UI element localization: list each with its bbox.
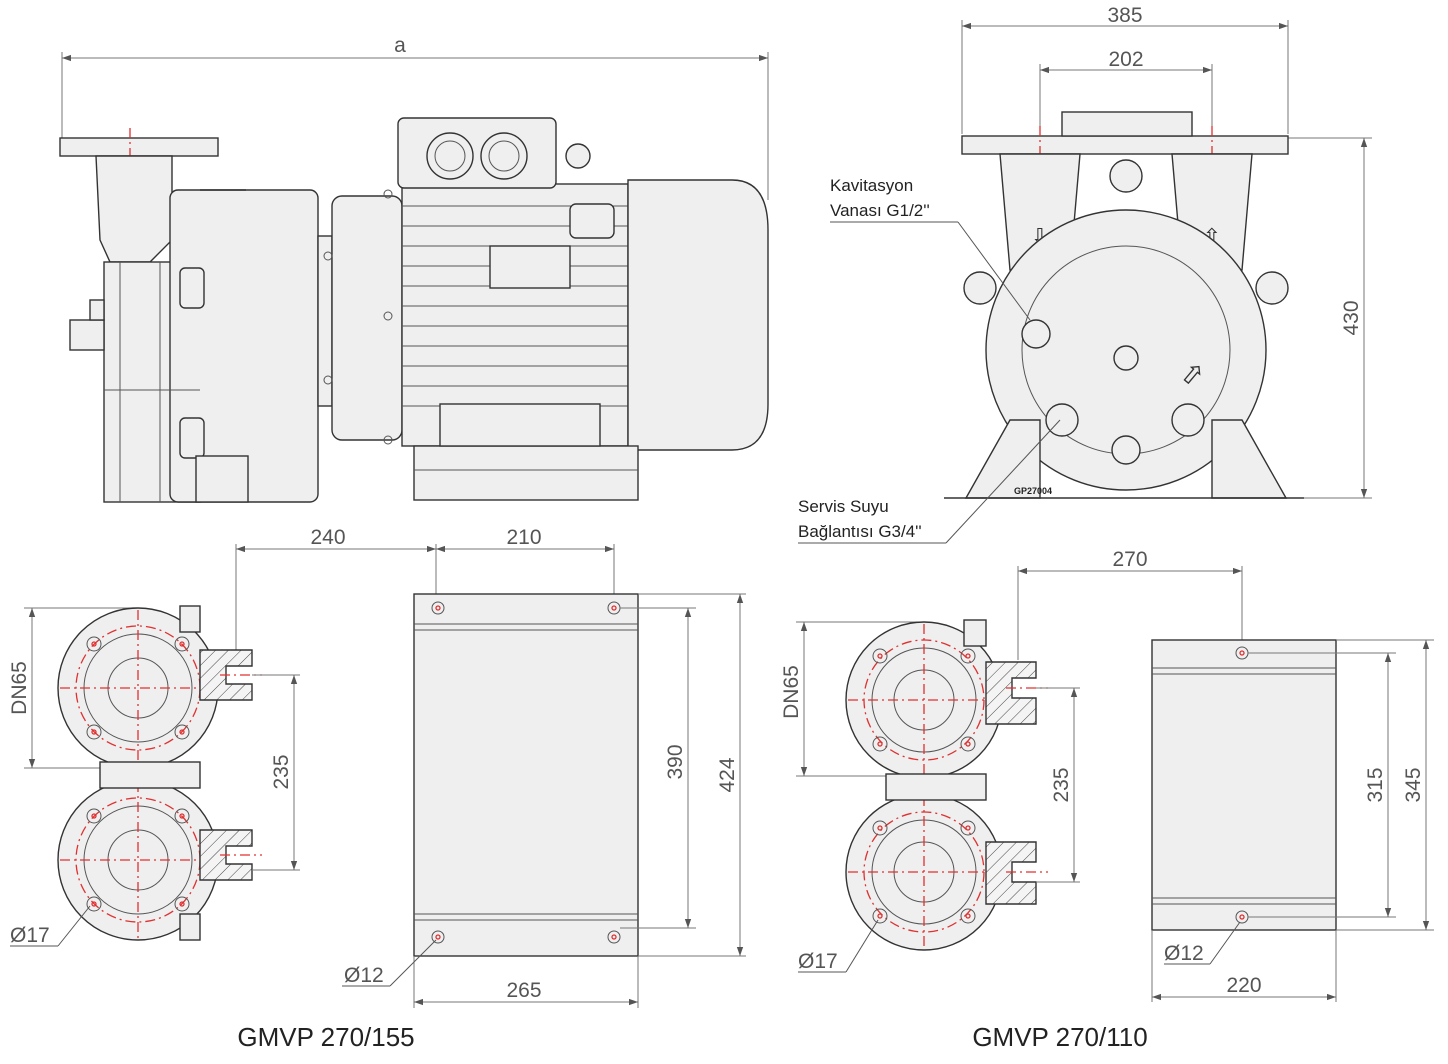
foot-section-upper-2 (985, 661, 1037, 725)
flange-hole-label-2: Ø17 (798, 950, 838, 973)
flange-size-label-2: DN65 (780, 665, 803, 719)
callout-service-line1: Servis Suyu (798, 497, 889, 516)
callout-valve-line2: Vanası G1/2'' (830, 201, 930, 220)
dim-total-width: 385 (961, 4, 1289, 134)
nameplate-code: GP27004 (1014, 486, 1052, 496)
coupling-flange (317, 235, 333, 407)
cable-gland-2 (480, 132, 528, 180)
dim-port-width: 202 (1039, 48, 1213, 134)
valve-fitting (69, 319, 105, 351)
flange-lower (57, 779, 219, 941)
front-view: 385 202 430 ⇩ ⇧ (798, 4, 1372, 544)
shaft-center (1113, 345, 1139, 371)
port-spacing-label: 235 (270, 754, 293, 789)
top-flange-plate (961, 135, 1289, 155)
pump-foot (195, 455, 249, 503)
base-hole-label-2: Ø12 (1164, 942, 1204, 965)
callout-service-line2: Bağlantısı G3/4'' (798, 522, 922, 541)
dim-202-label: 202 (1108, 48, 1143, 71)
model-caption-110: GMVP 270/110 (972, 1022, 1147, 1052)
flange-upper-2 (845, 621, 1003, 779)
dim-a-label: a (394, 34, 406, 57)
fan-cover (627, 179, 769, 451)
foot-section-lower-2 (985, 841, 1037, 905)
dim-385-label: 385 (1107, 4, 1142, 27)
model-155-views: 240 210 DN65 (8, 526, 746, 1052)
motor-nameplate (489, 245, 571, 289)
cable-gland-1 (426, 132, 474, 180)
dim-220-label: 220 (1226, 974, 1261, 997)
lifting-eye (565, 143, 591, 169)
dim-overall-length: a (61, 34, 769, 200)
base-hole-label: Ø12 (344, 964, 384, 987)
callout-cavitation-valve: Kavitasyon Vanası G1/2'' (830, 176, 1031, 321)
motor-base (413, 445, 639, 501)
dim-210-label: 210 (506, 526, 541, 549)
dim-390-label: 390 (664, 744, 687, 779)
model-110-views: 270 DN65 (780, 548, 1434, 1052)
dim-height: 430 (1288, 137, 1372, 499)
flange-upper (57, 607, 219, 769)
base-plate-110 (1151, 639, 1337, 931)
terminal-box (397, 117, 557, 189)
callout-valve-line1: Kavitasyon (830, 176, 913, 195)
pump-port-body (95, 155, 173, 263)
inlet-flange-plate (59, 137, 219, 157)
dim-240-label: 240 (310, 526, 345, 549)
dim-265-label: 265 (506, 979, 541, 1002)
dim-270-label: 270 (1112, 548, 1147, 571)
model-caption-155: GMVP 270/155 (237, 1022, 414, 1052)
base-plate-155 (413, 593, 639, 957)
dim-345-label: 345 (1402, 767, 1425, 802)
callout-service-water: Servis Suyu Bağlantısı G3/4'' (798, 419, 1061, 544)
dim-430-label: 430 (1340, 300, 1363, 335)
top-cover (1061, 111, 1193, 137)
dim-315-label: 315 (1364, 767, 1387, 802)
flange-size-label: DN65 (8, 661, 31, 715)
flange-lower-2 (845, 793, 1003, 951)
flange-hole-label: Ø17 (10, 924, 50, 947)
cavitation-valve (1021, 319, 1051, 349)
dim-424-label: 424 (716, 757, 739, 792)
port-spacing-label-2: 235 (1050, 767, 1073, 802)
side-view: a (59, 34, 769, 503)
right-foot (1211, 419, 1288, 499)
